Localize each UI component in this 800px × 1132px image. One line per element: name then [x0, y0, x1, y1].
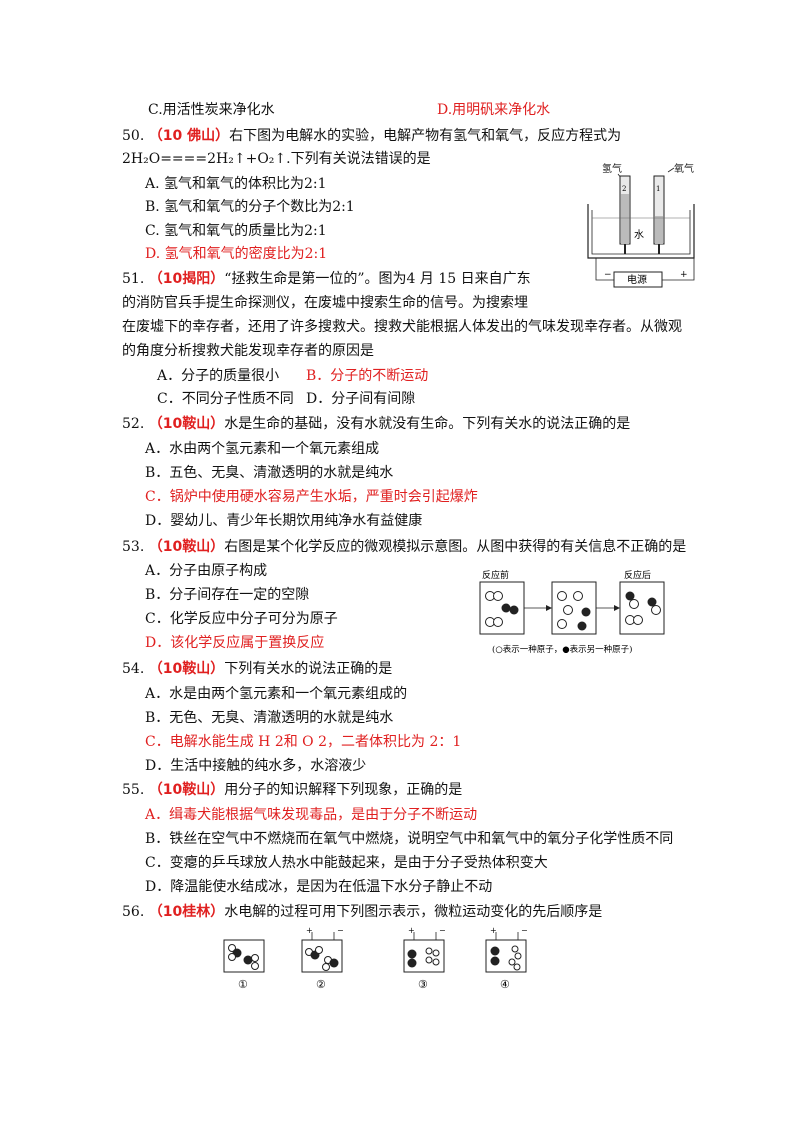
- q52-option-c-answer: C．锅炉中使用硬水容易产生水垢，严重时会引起爆炸: [145, 489, 478, 505]
- q55-option-a-answer: A．缉毒犬能根据气味发现毒品，是由于分子不断运动: [145, 807, 478, 823]
- q50-equation: 2H₂O====2H₂↑+O₂↑.下列有关说法错误的是: [122, 151, 431, 167]
- reaction-legend: (○表示一种原子，●表示另一种原子): [492, 644, 632, 655]
- label-after: 反应后: [624, 569, 651, 581]
- q53-stem: 右图是某个化学反应的微观模拟示意图。从图中获得的有关信息不正确的是: [224, 539, 687, 555]
- q53-option-d-answer: D．该化学反应属于置换反应: [145, 635, 325, 651]
- option-d-answer: D.用明矾来净化水: [437, 102, 551, 118]
- q51-stem1: “拯救生命是第一位的”。图为4 月 15 日来自广东: [224, 271, 531, 287]
- panel4-plus: +: [490, 926, 497, 935]
- q51-number: 51.: [122, 271, 145, 287]
- q55-source: （10鞍山）: [148, 782, 225, 798]
- q51-option-a: A．分子的质量很小: [157, 368, 280, 384]
- q56-line1: 56. （10桂林）水电解的过程可用下列图示表示，微粒运动变化的先后顺序是: [122, 903, 602, 921]
- q51-line1: 51. （10揭阳）“拯救生命是第一位的”。图为4 月 15 日来自广东: [122, 270, 531, 288]
- q50-option-d-answer: D. 氢气和氧气的密度比为2:1: [145, 246, 328, 262]
- q54-option-c-answer: C．电解水能生成 H 2和 O 2，二者体积比为 2：1: [145, 734, 462, 750]
- q53-number: 53.: [122, 539, 145, 555]
- panel4-minus: −: [521, 926, 528, 935]
- power-minus: −: [604, 270, 612, 280]
- q55-line1: 55. （10鞍山）用分子的知识解释下列现象，正确的是: [122, 781, 462, 799]
- label-water: 水: [634, 229, 644, 241]
- q53-line1: 53. （10鞍山）右图是某个化学反应的微观模拟示意图。从图中获得的有关信息不正…: [122, 538, 686, 556]
- q52-option-a: A．水由两个氢元素和一个氧元素组成: [145, 441, 380, 457]
- q51-source: （10揭阳）: [148, 271, 225, 287]
- q55-option-b: B．铁丝在空气中不燃烧而在氧气中燃烧，说明空气中和氧气中的氧分子化学性质不同: [145, 831, 674, 847]
- q51-option-d: D．分子间有间隙: [306, 391, 416, 407]
- q54-option-a: A．水是由两个氢元素和一个氧元素组成的: [145, 686, 408, 702]
- q55-number: 55.: [122, 782, 145, 798]
- panel-label-3: ③: [418, 978, 428, 991]
- q55-option-c: C．变瘪的乒乓球放人热水中能鼓起来，是由于分子受热体积变大: [145, 855, 548, 871]
- panel-label-2: ②: [316, 978, 326, 991]
- panel3-plus: +: [408, 926, 415, 935]
- q52-stem: 水是生命的基础，没有水就没有生命。下列有关水的说法正确的是: [224, 416, 631, 432]
- q50-number: 50.: [122, 128, 145, 144]
- q50-option-b: B. 氢气和氧气的分子个数比为2:1: [145, 199, 355, 215]
- label-hydrogen: 氢气: [602, 162, 622, 175]
- q54-stem: 下列有关水的说法正确的是: [224, 661, 393, 677]
- q50-option-a: A. 氢气和氧气的体积比为2:1: [145, 176, 327, 192]
- q50-stem: 右下图为电解水的实验，电解产物有氢气和氧气，反应方程式为: [229, 128, 622, 144]
- panel2-plus: +: [306, 926, 313, 935]
- q52-option-d: D．婴幼儿、青少年长期饮用纯净水有益健康: [145, 513, 423, 529]
- label-before: 反应前: [482, 569, 509, 581]
- q54-source: （10鞍山）: [148, 661, 225, 677]
- q51-stem3: 在废墟下的幸存者，还用了许多搜救犬。搜救犬能根据人体发出的气味发现幸存者。从微观: [122, 319, 682, 335]
- svg-text:1: 1: [656, 185, 660, 193]
- q54-option-b: B．无色、无臭、清澈透明的水就是纯水: [145, 710, 394, 726]
- q51-option-b-answer: B．分子的不断运动: [306, 368, 429, 384]
- panel-label-4: ④: [500, 978, 510, 991]
- svg-text:2: 2: [622, 185, 626, 193]
- label-power: 电源: [627, 273, 647, 286]
- q54-number: 54.: [122, 661, 145, 677]
- q50-option-c: C. 氢气和氧气的质量比为2:1: [145, 223, 327, 239]
- q52-number: 52.: [122, 416, 145, 432]
- power-plus: +: [680, 270, 688, 280]
- q50-source: （10 佛山）: [148, 128, 230, 144]
- q52-line1: 52. （10鞍山）水是生命的基础，没有水就没有生命。下列有关水的说法正确的是: [122, 415, 630, 433]
- q54-option-d: D．生活中接触的纯水多，水溶液少: [145, 758, 367, 774]
- electrolysis-sequence-figure: ① + − ② + − ③: [218, 926, 538, 992]
- label-oxygen: 氧气: [674, 162, 694, 175]
- q56-stem: 水电解的过程可用下列图示表示，微粒运动变化的先后顺序是: [224, 904, 603, 920]
- q53-option-a: A．分子由原子构成: [145, 563, 268, 579]
- q56-source: （10桂林）: [148, 904, 225, 920]
- panel-label-1: ①: [238, 978, 248, 991]
- electrolysis-figure: 氢气 氧气 2 1 水 − + 电源: [582, 158, 700, 288]
- q50-line1: 50. （10 佛山）右下图为电解水的实验，电解产物有氢气和氧气，反应方程式为: [122, 127, 621, 145]
- panel3-minus: −: [439, 926, 446, 935]
- q52-option-b: B．五色、无臭、清澈透明的水就是纯水: [145, 465, 394, 481]
- q53-option-b: B．分子间存在一定的空隙: [145, 587, 310, 603]
- q54-line1: 54. （10鞍山）下列有关水的说法正确的是: [122, 660, 392, 678]
- q56-number: 56.: [122, 904, 145, 920]
- q53-source: （10鞍山）: [148, 539, 225, 555]
- q51-stem2: 的消防官兵手提生命探测仪，在废墟中搜索生命的信号。为搜索埋: [122, 295, 528, 311]
- q51-option-c: C．不同分子性质不同: [157, 391, 294, 407]
- option-c: C.用活性炭来净化水: [148, 102, 275, 118]
- reaction-figure: 反应前 反应后: [478, 568, 678, 658]
- q51-stem4: 的角度分析搜救犬能发现幸存者的原因是: [122, 343, 374, 359]
- q55-option-d: D．降温能使水结成冰，是因为在低温下水分子静止不动: [145, 879, 493, 895]
- q53-option-c: C．化学反应中分子可分为原子: [145, 611, 338, 627]
- panel2-minus: −: [337, 926, 344, 935]
- q52-source: （10鞍山）: [148, 416, 225, 432]
- q55-stem: 用分子的知识解释下列现象，正确的是: [224, 782, 463, 798]
